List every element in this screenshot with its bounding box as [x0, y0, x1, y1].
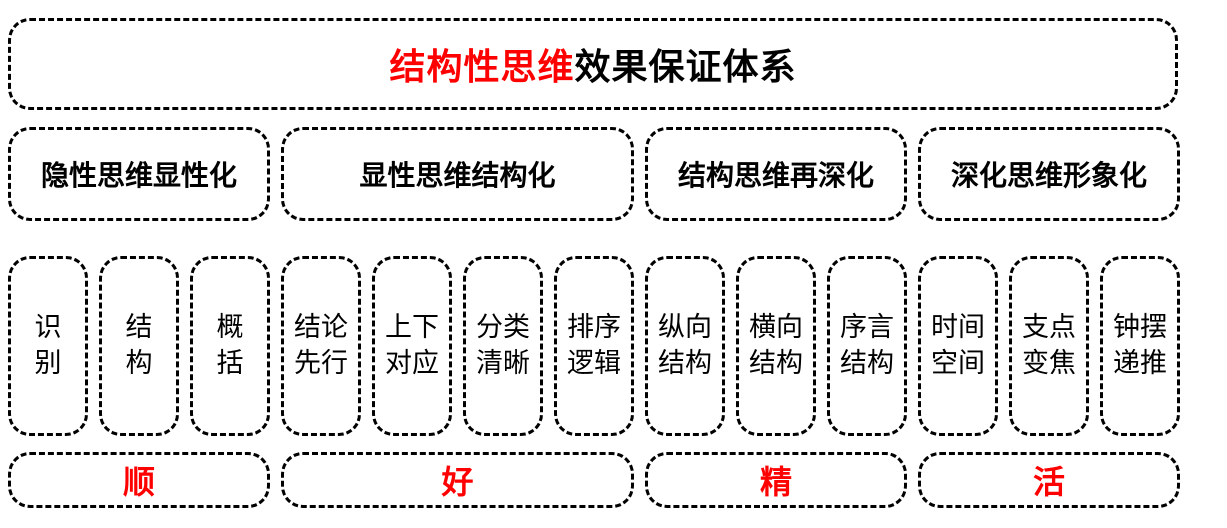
item-line: 识 [34, 312, 62, 343]
category-label: 显性思维结构化 [359, 159, 556, 192]
item-line: 上下 [385, 312, 439, 343]
item-box: 上下对应 [372, 256, 452, 436]
item-line: 先行 [294, 348, 348, 379]
item-line: 钟摆 [1113, 312, 1167, 343]
item-line: 对应 [385, 348, 439, 379]
item-box: 分类清晰 [463, 256, 543, 436]
item-box: 纵向结构 [645, 256, 725, 436]
result-label: 好 [441, 463, 474, 501]
item-line: 逻辑 [567, 348, 621, 379]
result-box-3: 精 [645, 452, 907, 508]
category-label: 结构思维再深化 [677, 159, 874, 192]
category-box-2: 显性思维结构化 [281, 127, 634, 221]
category-box-4: 深化思维形象化 [918, 127, 1180, 221]
item-line: 排序 [567, 312, 621, 343]
item-box: 概括 [190, 256, 270, 436]
result-label: 精 [759, 463, 792, 501]
result-label: 顺 [122, 463, 155, 501]
item-line: 结 [125, 312, 153, 343]
item-box: 排序逻辑 [554, 256, 634, 436]
item-line: 变焦 [1022, 348, 1076, 379]
category-label: 隐性思维显性化 [40, 159, 237, 192]
item-line: 别 [34, 348, 62, 379]
item-line: 构 [125, 348, 153, 379]
item-line: 结论 [294, 312, 348, 343]
item-line: 序言 [840, 312, 894, 343]
item-line: 纵向 [658, 312, 712, 343]
title-text: 结构性思维效果保证体系 [389, 38, 796, 90]
item-box: 识别 [8, 256, 88, 436]
item-line: 括 [216, 348, 244, 379]
item-box: 钟摆递推 [1100, 256, 1180, 436]
result-box-4: 活 [918, 452, 1180, 508]
item-box: 序言结构 [827, 256, 907, 436]
category-box-3: 结构思维再深化 [645, 127, 907, 221]
item-line: 结构 [658, 348, 712, 379]
result-box-2: 好 [281, 452, 634, 508]
item-line: 支点 [1022, 312, 1076, 343]
title-rest: 效果保证体系 [574, 47, 797, 88]
item-box: 结论先行 [281, 256, 361, 436]
item-line: 结构 [840, 348, 894, 379]
result-label: 活 [1032, 463, 1065, 501]
item-line: 时间 [931, 312, 985, 343]
item-line: 清晰 [476, 348, 530, 379]
category-label: 深化思维形象化 [950, 159, 1147, 192]
item-box: 横向结构 [736, 256, 816, 436]
category-box-1: 隐性思维显性化 [8, 127, 270, 221]
result-box-1: 顺 [8, 452, 270, 508]
item-line: 递推 [1113, 348, 1167, 379]
item-line: 分类 [476, 312, 530, 343]
item-line: 概 [216, 312, 244, 343]
item-line: 空间 [931, 348, 985, 379]
item-line: 横向 [749, 312, 803, 343]
item-box: 结构 [99, 256, 179, 436]
item-line: 结构 [749, 348, 803, 379]
item-box: 时间空间 [918, 256, 998, 436]
title-box: 结构性思维效果保证体系 [8, 18, 1178, 110]
title-highlight: 结构性思维 [389, 47, 575, 88]
item-box: 支点变焦 [1009, 256, 1089, 436]
